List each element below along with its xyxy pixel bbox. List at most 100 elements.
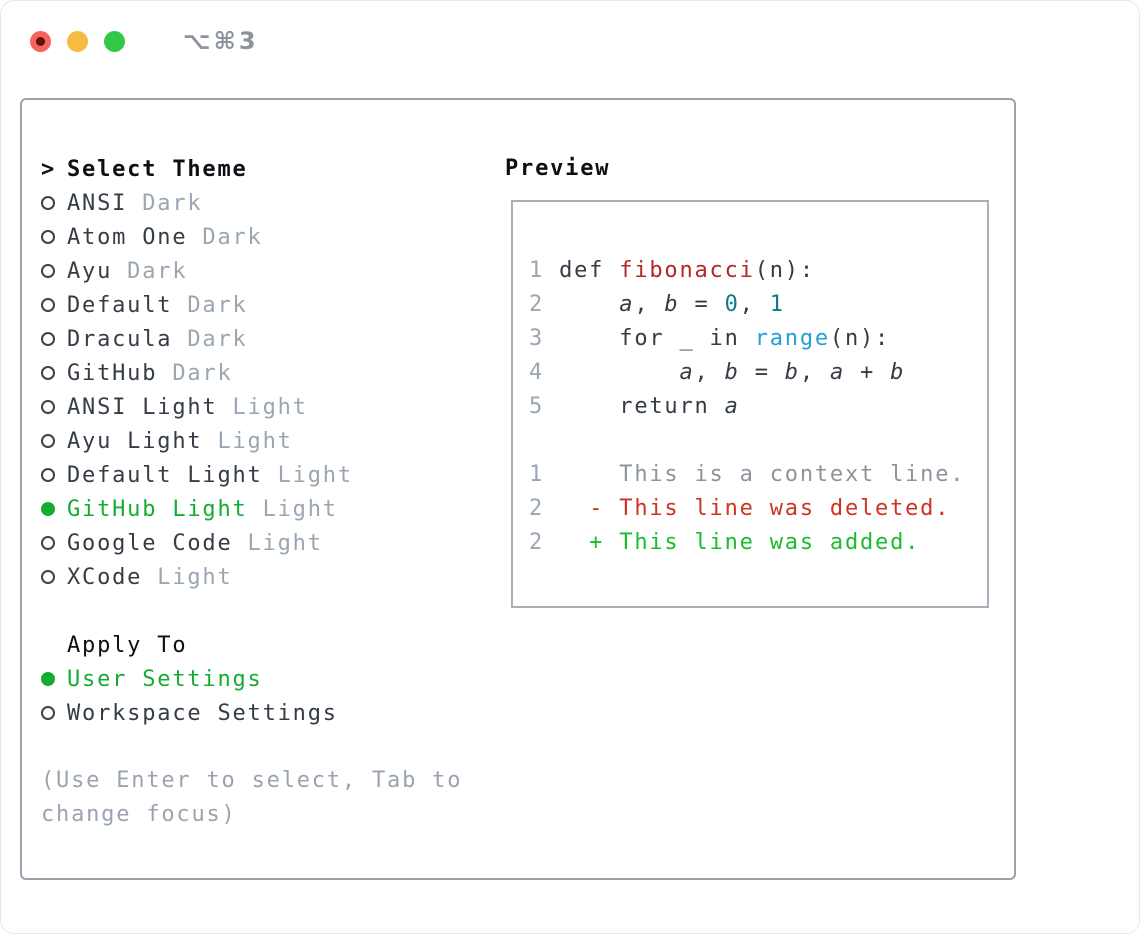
- theme-option-ayu-light[interactable]: Ayu Light Light: [41, 424, 462, 458]
- theme-option-default[interactable]: Default Dark: [41, 288, 462, 322]
- option-variant-label: Light: [202, 428, 293, 454]
- keyboard-hint-line-2: change focus): [41, 802, 237, 827]
- option-label: Atom One: [67, 224, 188, 250]
- window-titlebar: ⌥⌘3: [30, 27, 259, 55]
- option-label: GitHub Light: [67, 496, 248, 522]
- theme-option-github-light[interactable]: GitHub Light Light: [41, 492, 462, 526]
- preview-title: Preview: [505, 156, 611, 181]
- radio-icon: [41, 434, 55, 448]
- close-button[interactable]: [30, 30, 51, 52]
- option-label: XCode: [67, 564, 143, 590]
- line-number: 2: [529, 530, 560, 555]
- radio-icon: [41, 468, 55, 482]
- code-token: fibonacci: [619, 258, 755, 283]
- code-token: (n):: [829, 326, 891, 351]
- theme-option-google-code[interactable]: Google Code Light: [41, 526, 462, 560]
- radio-icon: [41, 332, 55, 346]
- code-token: 0: [724, 292, 740, 317]
- code-token: return: [559, 394, 725, 419]
- line-number: 3: [529, 326, 560, 351]
- option-variant-label: Light: [217, 394, 308, 420]
- code-token: for _ in: [559, 326, 755, 351]
- option-variant-label: Dark: [112, 258, 188, 284]
- preview-column: Preview 1 def fibonacci(n):2 a, b = 0, 1…: [505, 152, 989, 608]
- theme-option-atom-one[interactable]: Atom One Dark: [41, 220, 462, 254]
- preview-blank-line: [529, 424, 987, 458]
- radio-selected-icon: [41, 672, 55, 686]
- code-token: =: [679, 292, 725, 317]
- code-token: a: [619, 292, 635, 317]
- apply-option-workspace-settings[interactable]: Workspace Settings: [41, 696, 462, 730]
- option-label: GitHub: [67, 360, 158, 386]
- option-label: Google Code: [67, 530, 233, 556]
- selection-cursor-icon: >: [41, 156, 57, 182]
- preview-code-line: 3 for _ in range(n):: [529, 322, 987, 356]
- theme-option-ansi-light[interactable]: ANSI Light Light: [41, 390, 462, 424]
- line-number: 4: [529, 360, 560, 385]
- code-token: a: [724, 394, 740, 419]
- line-number: 5: [529, 394, 560, 419]
- line-number: 2: [529, 496, 560, 521]
- radio-icon: [41, 196, 55, 210]
- option-label: ANSI Light: [67, 394, 218, 420]
- code-token: b: [890, 360, 906, 385]
- code-token: b: [724, 360, 740, 385]
- option-label: Dracula: [67, 326, 173, 352]
- radio-icon: [41, 570, 55, 584]
- code-token: ,: [634, 292, 665, 317]
- code-token: b: [784, 360, 800, 385]
- code-token: [559, 360, 679, 385]
- spacer: [41, 594, 462, 628]
- code-token: This is a context line.: [559, 462, 966, 487]
- select-theme-header-row: > Select Theme: [41, 152, 462, 186]
- option-label: Ayu Light: [67, 428, 203, 454]
- code-token: ,: [694, 360, 725, 385]
- preview-code-line: 5 return a: [529, 390, 987, 424]
- code-token: - This line was deleted.: [559, 496, 951, 521]
- theme-option-xcode[interactable]: XCode Light: [41, 560, 462, 594]
- code-token: a: [829, 360, 845, 385]
- theme-option-ayu[interactable]: Ayu Dark: [41, 254, 462, 288]
- spacer: [41, 730, 462, 764]
- zoom-button[interactable]: [104, 30, 125, 52]
- window-shortcut-label: ⌥⌘3: [183, 27, 259, 55]
- radio-icon: [41, 230, 55, 244]
- code-token: 1: [769, 292, 785, 317]
- minimize-button[interactable]: [67, 30, 88, 52]
- preview-code-line: 4 a, b = b, a + b: [529, 356, 987, 390]
- code-token: def: [559, 258, 620, 283]
- select-theme-title: Select Theme: [67, 156, 248, 182]
- preview-diff-line: 1 This is a context line.: [529, 458, 987, 492]
- apply-to-title: Apply To: [67, 632, 188, 658]
- option-variant-label: Dark: [172, 292, 248, 318]
- option-variant-label: Light: [247, 496, 338, 522]
- close-dot-icon: [36, 36, 45, 46]
- line-number: 1: [529, 258, 560, 283]
- radio-icon: [41, 536, 55, 550]
- code-token: + This line was added.: [559, 530, 921, 555]
- option-label: Default: [67, 292, 173, 318]
- option-variant-label: Light: [232, 530, 323, 556]
- theme-option-default-light[interactable]: Default Light Light: [41, 458, 462, 492]
- apply-option-user-settings[interactable]: User Settings: [41, 662, 462, 696]
- theme-option-dracula[interactable]: Dracula Dark: [41, 322, 462, 356]
- code-token: ,: [739, 292, 770, 317]
- option-variant-label: Light: [142, 564, 233, 590]
- radio-icon: [41, 706, 55, 720]
- option-variant-label: Dark: [187, 224, 263, 250]
- option-variant-label: Light: [262, 462, 353, 488]
- theme-option-ansi[interactable]: ANSI Dark: [41, 186, 462, 220]
- option-label: Ayu: [67, 258, 113, 284]
- preview-diff-line: 2 - This line was deleted.: [529, 492, 987, 526]
- code-token: ,: [799, 360, 830, 385]
- radio-icon: [41, 264, 55, 278]
- option-label: User Settings: [67, 666, 263, 692]
- preview-diff-line: 2 + This line was added.: [529, 526, 987, 560]
- theme-option-github[interactable]: GitHub Dark: [41, 356, 462, 390]
- code-token: b: [664, 292, 680, 317]
- preview-code-line: 1 def fibonacci(n):: [529, 254, 987, 288]
- radio-icon: [41, 366, 55, 380]
